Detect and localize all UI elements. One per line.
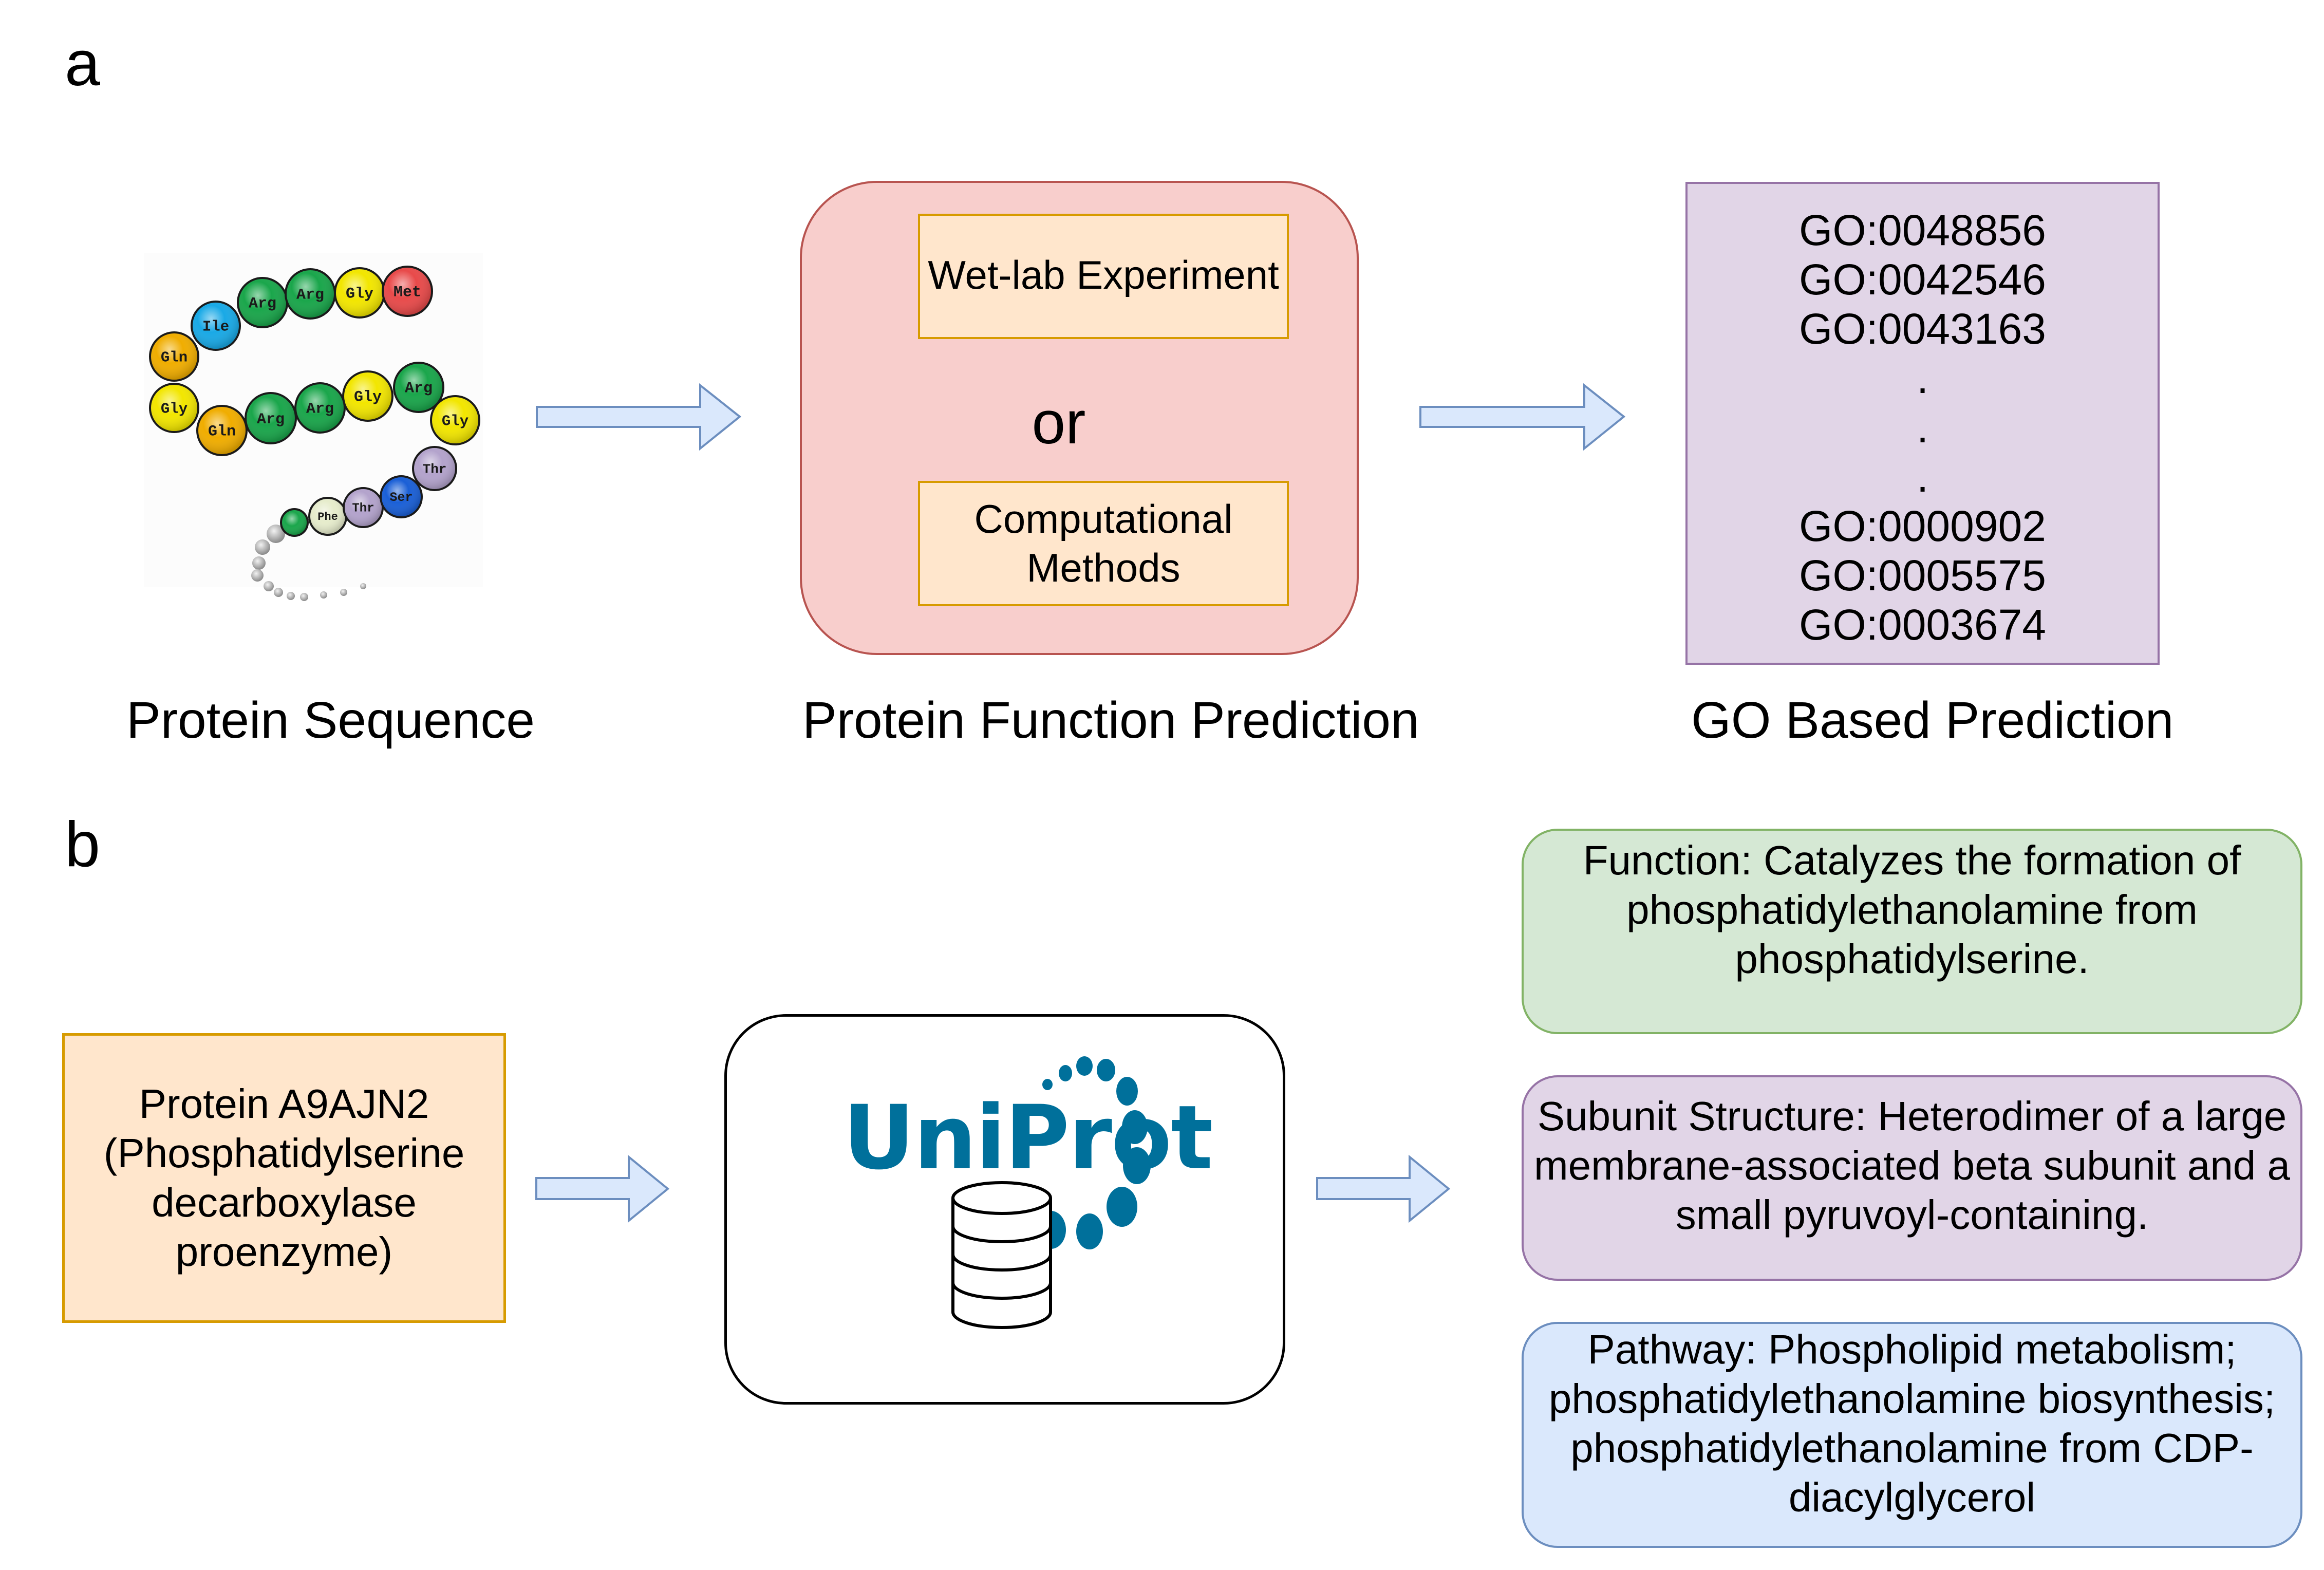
protein-entry-label: Protein A9AJN2 (Phosphatidylserine decar… [103,1081,465,1275]
tail-bead [264,581,274,591]
subunit-structure-box: Subunit Structure: Heterodimer of a larg… [1522,1075,2302,1281]
uniprot-logo-text: UniProt [843,1086,1213,1189]
residue-label: Gly [354,389,382,406]
residue-gly: Gly [334,267,385,319]
tail-bead [251,569,264,582]
residue-thr: Thr [343,487,384,528]
residue-label: Thr [352,502,374,516]
residue-arg: Arg [285,268,336,320]
uniprot-database-box: UniProt [724,1014,1285,1405]
subunit-structure-text: Subunit Structure: Heterodimer of a larg… [1533,1093,2291,1238]
go-term: GO:0003674 [1798,601,2047,649]
function-prediction-box: Wet-lab Experiment or Computational Meth… [800,181,1359,655]
residue-label: Phe [317,511,338,524]
go-term: GO:0043163 [1798,305,2047,353]
function-annotation-text: Function: Catalyzes the formation of pho… [1583,837,2241,982]
residue-label: Met [393,284,421,302]
tail-bead [320,591,327,599]
ellipsis-dot: . [1916,354,1929,402]
residue-gly: Gly [149,383,199,433]
residue-arg: Arg [294,382,346,434]
residue-label: Arg [296,287,324,304]
residue-arg: Arg [245,392,297,444]
function-annotation-box: Function: Catalyzes the formation of pho… [1522,829,2302,1034]
panel-a-label: a [65,28,100,99]
residue-label: Arg [306,401,334,418]
tail-bead [252,556,266,570]
go-term: GO:0000902 [1798,502,2047,550]
residue-label: Gly [442,413,468,429]
or-label: or [1032,389,1086,457]
residue-gly: Gly [430,395,480,445]
residue-label: Ile [202,318,229,335]
wet-lab-experiment-box: Wet-lab Experiment [918,214,1289,339]
residue-unlabeled [280,508,309,537]
go-term: GO:0042546 [1798,255,2047,304]
residue-label: Arg [405,380,433,398]
protein-sequence-illustration: PheThrSerThrGlyArgGlyArgArgGlnGlyGlnIleA… [144,253,483,601]
residue-label: Gln [208,423,236,441]
tail-bead [340,589,347,596]
arrow-right-icon [1419,383,1626,451]
residue-label: Gln [161,349,188,366]
go-term: GO:0048856 [1798,206,2047,254]
residue-arg: Arg [237,277,288,328]
residue-gln: Gln [196,405,248,456]
ellipsis-dot: . [1916,453,1929,501]
ellipsis-dot: . [1916,403,1929,452]
chain-tail [251,525,366,601]
residue-gln: Gln [149,331,199,382]
residue-label: Arg [249,295,276,313]
wet-lab-experiment-label: Wet-lab Experiment [928,252,1279,297]
arrow-right-icon [535,1154,670,1223]
arrow-right-icon [536,383,742,451]
protein-entry-box: Protein A9AJN2 (Phosphatidylserine decar… [62,1033,506,1323]
residue-label: Thr [423,461,447,477]
residue-met: Met [382,266,433,317]
residue-thr: Thr [412,446,457,491]
tail-bead [267,525,285,543]
residue-ile: Ile [191,301,241,351]
go-prediction-caption: GO Based Prediction [1691,691,2174,749]
residue-gly: Gly [342,370,393,422]
go-term: GO:0005575 [1798,551,2047,600]
residue-label: Gly [161,400,188,417]
computational-methods-box: Computational Methods [918,481,1289,606]
go-terms-box: GO:0048856 GO:0042546 GO:0043163 . . . G… [1685,182,2160,665]
tail-bead [300,593,308,601]
residue-balls: PheThrSerThrGlyArgGlyArgArgGlnGlyGlnIleA… [149,266,480,537]
tail-bead [287,592,295,600]
tail-bead [360,583,366,589]
tail-bead [255,539,270,555]
tail-bead [274,588,283,597]
residue-label: Ser [389,490,413,505]
panel-b-label: b [65,809,100,880]
residue-label: Arg [257,411,285,428]
computational-methods-label: Computational Methods [974,496,1233,590]
residue-ser: Ser [380,475,423,518]
residue-arg: Arg [393,362,444,413]
protein-sequence-caption: Protein Sequence [126,691,535,749]
arrow-right-icon [1316,1154,1451,1223]
pathway-annotation-box: Pathway: Phospholipid metabolism; phosph… [1522,1322,2302,1548]
residue-phe: Phe [308,497,347,536]
function-prediction-caption: Protein Function Prediction [802,691,1419,749]
pathway-annotation-text: Pathway: Phospholipid metabolism; phosph… [1548,1326,2276,1520]
residue-label: Gly [346,286,373,303]
